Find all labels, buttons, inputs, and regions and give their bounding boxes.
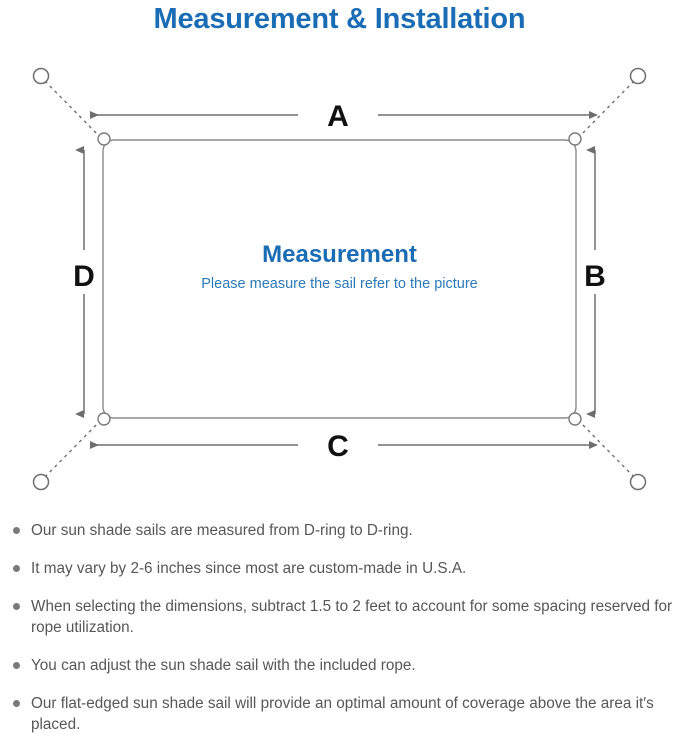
- d-rings: [97, 132, 582, 426]
- anchor-bottom-right: [629, 473, 647, 491]
- dimension-d-label: D: [73, 260, 95, 293]
- anchor-bottom-left: [32, 473, 50, 491]
- dimension-a-label: A: [327, 100, 349, 133]
- rope-line-bottom-right: [577, 419, 638, 481]
- bullet-icon: [13, 603, 20, 610]
- rope-line-bottom-left: [41, 419, 102, 481]
- d-ring-bottom-right: [568, 412, 582, 426]
- note-text: Our sun shade sails are measured from D-…: [31, 522, 413, 539]
- d-ring-top-left: [97, 132, 111, 146]
- bullet-icon: [13, 700, 20, 707]
- note-text: It may vary by 2-6 inches since most are…: [31, 560, 467, 577]
- rope-lines: [41, 77, 638, 481]
- note-item: You can adjust the sun shade sail with t…: [0, 655, 679, 676]
- note-text: You can adjust the sun shade sail with t…: [31, 657, 416, 674]
- note-item: It may vary by 2-6 inches since most are…: [0, 558, 679, 579]
- bullet-icon: [13, 662, 20, 669]
- bullet-icon: [13, 527, 20, 534]
- note-item: When selecting the dimensions, subtract …: [0, 596, 679, 638]
- rope-line-top-right: [577, 77, 638, 139]
- anchor-rings: [32, 67, 647, 491]
- anchor-top-left: [32, 67, 50, 85]
- rope-line-top-left: [41, 77, 102, 139]
- measurement-diagram: A C D B Measurement Please measure the s…: [0, 46, 679, 511]
- dimension-b-label: B: [584, 260, 606, 293]
- d-ring-bottom-left: [97, 412, 111, 426]
- sail-diagram-svg: A C D B: [32, 67, 647, 491]
- dimension-c-label: C: [327, 430, 349, 463]
- note-item: Our sun shade sails are measured from D-…: [0, 520, 679, 541]
- d-ring-top-right: [568, 132, 582, 146]
- notes-list: Our sun shade sails are measured from D-…: [0, 520, 679, 752]
- note-text: Our flat-edged sun shade sail will provi…: [31, 695, 654, 733]
- sail-rectangle: [102, 139, 577, 419]
- note-text: When selecting the dimensions, subtract …: [31, 598, 673, 636]
- note-item: Our flat-edged sun shade sail will provi…: [0, 693, 679, 735]
- anchor-top-right: [629, 67, 647, 85]
- page-title: Measurement & Installation: [153, 3, 526, 35]
- bullet-icon: [13, 565, 20, 572]
